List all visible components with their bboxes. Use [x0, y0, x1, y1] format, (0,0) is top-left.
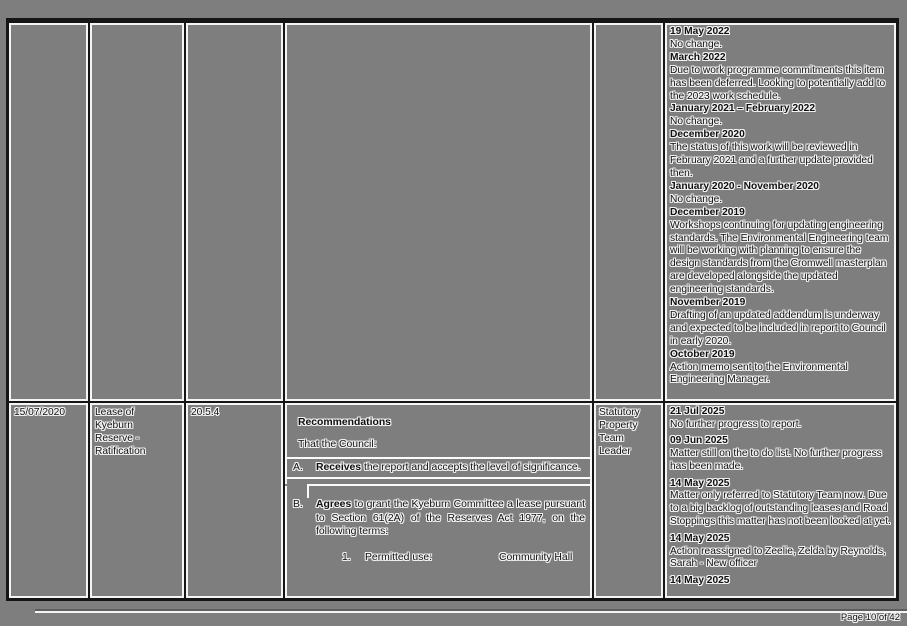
item-label: B.: [293, 499, 303, 511]
update-date: November 2019: [670, 297, 746, 309]
cell-updates-row1: 19 May 2022 No change. March 2022 Due to…: [665, 23, 896, 401]
update-date: 14 May 2025: [670, 477, 730, 489]
cell-item-row1: [186, 23, 283, 401]
update-date: January 2021 – February 2022: [670, 103, 815, 115]
update-text: Drafting of an updated addendum is under…: [670, 309, 886, 347]
update-date: December 2019: [670, 206, 745, 218]
responsible-line: Leader: [599, 445, 631, 457]
update-entry: January 2021 – February 2022 No change.: [670, 103, 893, 129]
update-date: 14 May 2025: [670, 574, 730, 586]
item-text: Agrees to grant the Kyeburn Committee a …: [316, 498, 585, 538]
item-label: A.: [293, 461, 303, 473]
update-date: January 2020 - November 2020: [670, 180, 819, 192]
item-rest: the report and accepts the level of sign…: [361, 461, 581, 473]
update-text: Matter still on the to do list. No furth…: [670, 448, 882, 473]
cell-responsible-row2: Statutory Property Team Leader: [594, 403, 663, 598]
item-verb: Receives: [316, 461, 362, 473]
update-entry: December 2019 Workshops continuing for u…: [670, 207, 893, 297]
responsible-line: Property: [599, 419, 638, 431]
update-text: No further progress to report.: [670, 418, 802, 430]
update-date: October 2019: [670, 348, 735, 360]
cell-date-row2: 15/07/2020: [9, 403, 88, 598]
update-text: Action reassigned to Zeelie, Zelda by Re…: [670, 545, 886, 570]
update-entry: 09 Jun 2025 Matter still on the to do li…: [670, 435, 893, 474]
recommendation-item-b: B. Agrees to grant the Kyeburn Committee…: [287, 498, 585, 538]
cell-title-row1: [90, 23, 184, 401]
update-entry: 14 May 2025 Action reassigned to Zeelie,…: [670, 533, 893, 572]
update-date: December 2020: [670, 129, 745, 141]
recommendation-item-a: A. Receives the report and accepts the l…: [287, 461, 585, 474]
update-entry: October 2019 Action memo sent to the Env…: [670, 349, 893, 388]
cell-responsible-row1: [594, 23, 663, 401]
update-entry: January 2020 - November 2020 No change.: [670, 181, 893, 207]
cell-updates-row2: 21 Jul 2025 No further progress to repor…: [665, 403, 896, 598]
item-title-line: Kyeburn: [95, 419, 133, 431]
cell-date-row1: [9, 23, 88, 401]
update-text: Matter only referred to Statutory Team n…: [670, 490, 891, 528]
item-rest: to grant the Kyeburn Committee a lease p…: [316, 499, 585, 538]
footer-divider: [35, 609, 907, 613]
item-title-line: Ratification: [95, 445, 146, 457]
page-number-label: Page 10 of 42: [840, 612, 900, 623]
update-text: No change.: [670, 38, 723, 50]
update-date: March 2022: [670, 51, 726, 63]
update-text: No change.: [670, 193, 723, 205]
update-text: Action memo sent to the Environmental En…: [670, 361, 848, 386]
update-entry: 21 Jul 2025 No further progress to repor…: [670, 406, 893, 432]
meeting-date: 15/07/2020: [14, 407, 65, 418]
update-text: The status of this work will be reviewed…: [670, 142, 873, 179]
update-entry: November 2019 Drafting of an updated add…: [670, 297, 893, 349]
cell-item-row2: 20.5.4: [186, 403, 283, 598]
update-entry: 14 May 2025: [670, 575, 893, 588]
update-entry: March 2022 Due to work programme commitm…: [670, 52, 893, 104]
update-entry: 14 May 2025 Matter only referred to Stat…: [670, 478, 893, 530]
action-register-table: 19 May 2022 No change. March 2022 Due to…: [6, 18, 899, 601]
recommendations-heading: Recommendations: [298, 417, 391, 428]
update-text: No change.: [670, 116, 723, 128]
recommendation-box-a: A. Receives the report and accepts the l…: [285, 456, 592, 480]
update-entry: December 2020 The status of this work wi…: [670, 129, 893, 181]
responsible-line: Team: [599, 432, 624, 444]
update-date: 14 May 2025: [670, 532, 730, 544]
recommendation-box-b: B. Agrees to grant the Kyeburn Committee…: [285, 484, 592, 588]
lease-term-line: 1. Permitted use: Community Hall: [342, 551, 585, 564]
item-verb: Agrees: [316, 499, 352, 511]
cell-title-row2: Lease of Kyeburn Reserve - Ratification: [90, 403, 184, 598]
update-date: 19 May 2022: [670, 26, 730, 37]
update-date: 09 Jun 2025: [670, 435, 728, 447]
item-title-line: Lease of: [95, 407, 135, 418]
item-text: Receives the report and accepts the leve…: [316, 461, 585, 474]
recommendations-intro: That the Council:: [298, 439, 377, 451]
term-number: 1.: [342, 552, 351, 564]
item-title-line: Reserve -: [95, 432, 140, 444]
update-entry: 19 May 2022 No change.: [670, 26, 893, 52]
term-value: Community Hall: [499, 552, 573, 564]
update-date: 21 Jul 2025: [670, 406, 725, 417]
term-label: Permitted use:: [365, 552, 432, 564]
update-text: Due to work programme commitments this i…: [670, 64, 886, 102]
update-text: Workshops continuing for updating engine…: [670, 219, 889, 296]
responsible-line: Statutory: [599, 407, 640, 418]
item-number: 20.5.4: [191, 407, 220, 418]
cell-recommendations-row1: [285, 23, 592, 401]
cell-recommendations-row2: Recommendations That the Council: A. Rec…: [285, 403, 592, 598]
